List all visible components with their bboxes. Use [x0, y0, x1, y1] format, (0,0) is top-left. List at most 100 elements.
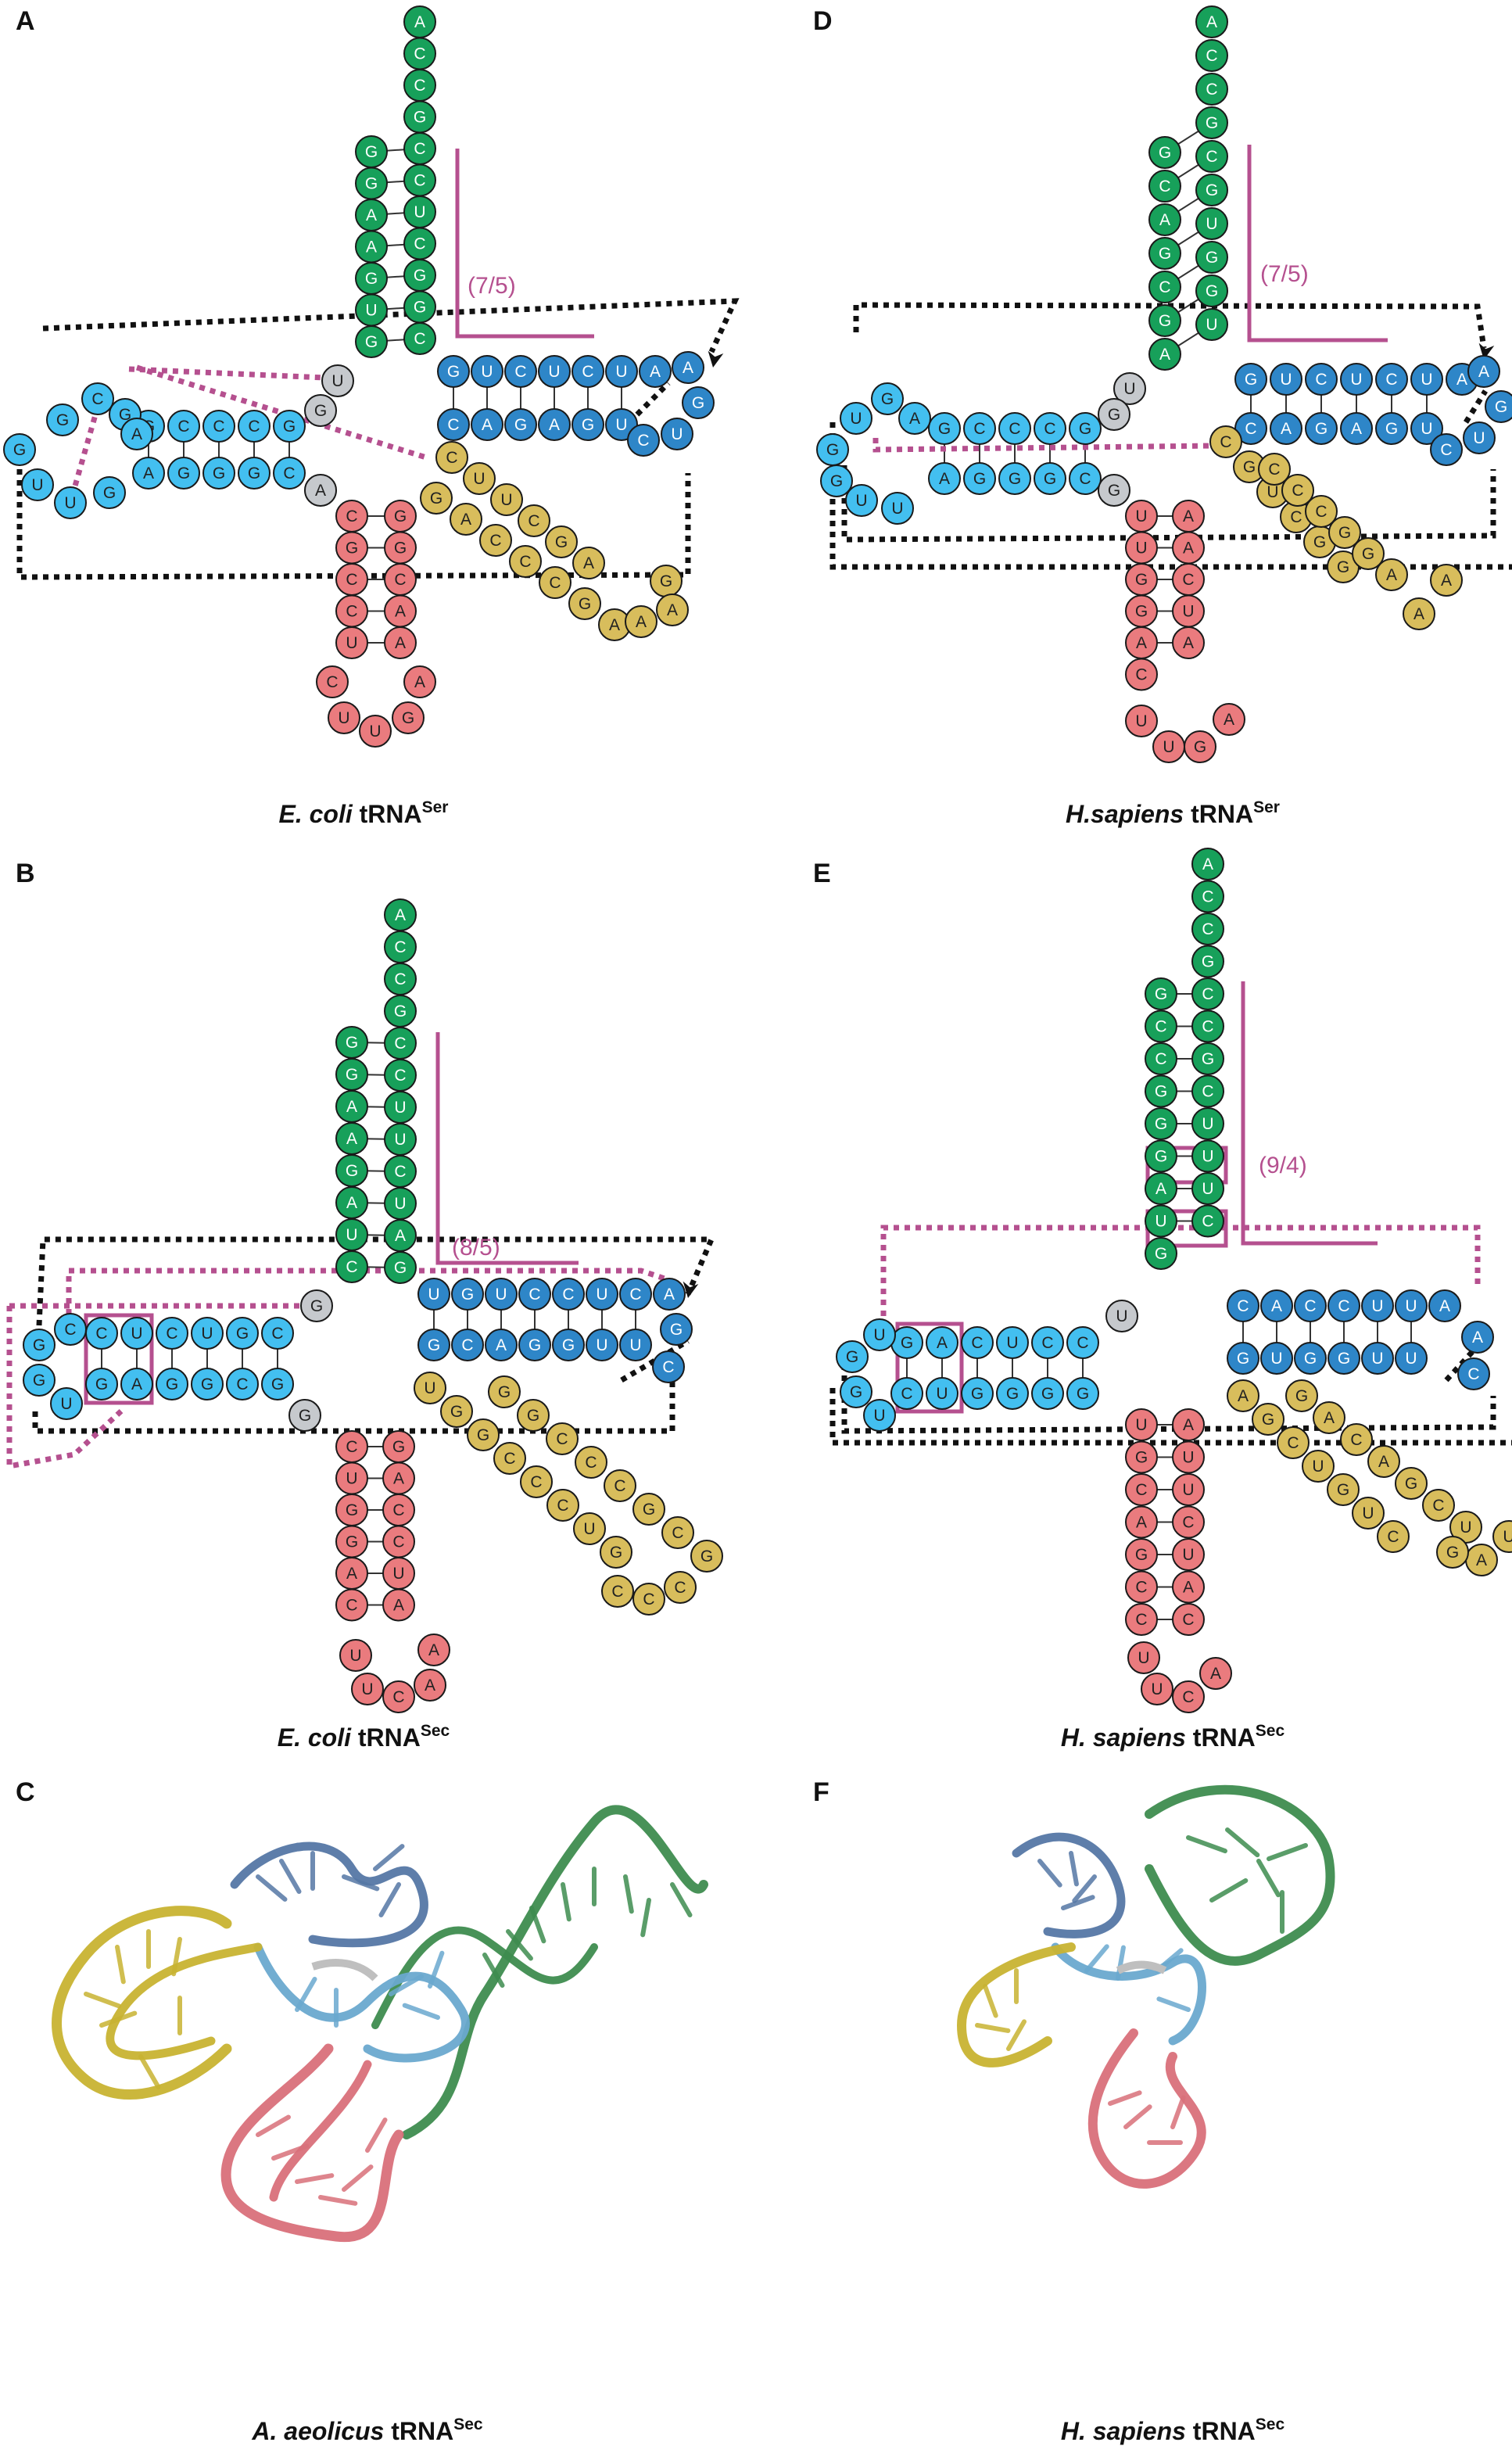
svg-text:C: C — [1387, 1528, 1399, 1546]
t-stem-nucleotide: A — [485, 1329, 518, 1361]
t-stem-nucleotide: U — [1270, 363, 1302, 396]
svg-text:A: A — [1476, 1551, 1487, 1569]
svg-text:A: A — [1472, 1329, 1483, 1347]
anticodon-stem-nucleotide: U — [1172, 1473, 1205, 1506]
svg-text:A: A — [583, 554, 594, 572]
anticodon-base — [365, 2118, 388, 2153]
t-stem-nucleotide: U — [1260, 1342, 1293, 1375]
d-arm-ribbon — [1051, 1942, 1206, 2046]
acceptor-3-nucleotide: C — [1191, 1074, 1224, 1108]
acceptor-3-nucleotide: C — [384, 1059, 417, 1092]
svg-text:G: G — [402, 709, 414, 727]
t-stem-nucleotide: C — [1234, 412, 1267, 445]
svg-text:G: G — [1159, 144, 1171, 162]
svg-text:G: G — [346, 1034, 358, 1052]
svg-text:U: U — [1135, 712, 1147, 730]
svg-text:G: G — [414, 299, 426, 317]
connector-nucleotide: G — [300, 1289, 333, 1322]
svg-text:C: C — [326, 673, 338, 691]
variable-arm-nucleotide: G — [1352, 537, 1385, 570]
svg-text:A: A — [667, 601, 678, 619]
acceptor-3-nucleotide: C — [403, 322, 436, 355]
variable-arm-nucleotide: G — [517, 1399, 550, 1432]
anticodon-stem-nucleotide: C — [1172, 1603, 1205, 1636]
d-stem-nucleotide: G — [167, 457, 200, 490]
anticodon-stem-nucleotide: A — [1172, 626, 1205, 659]
svg-text:U: U — [1006, 1334, 1018, 1352]
variable-arm-ribbon — [957, 1942, 1076, 2067]
t-stem-nucleotide: C — [437, 408, 470, 441]
t-stem-nucleotide: U — [605, 355, 638, 388]
acceptor-5-nucleotide: G — [1148, 237, 1181, 270]
acceptor-5-nucleotide: U — [335, 1218, 368, 1251]
anticodon-stem-nucleotide: C — [335, 563, 368, 596]
acceptor-5-nucleotide: G — [1145, 1074, 1177, 1108]
svg-text:A: A — [393, 1597, 404, 1615]
d-stem-nucleotide: C — [963, 412, 996, 445]
svg-text:G: G — [1041, 1385, 1054, 1403]
svg-text:C: C — [971, 1334, 983, 1352]
t-stem-nucleotide: G — [451, 1278, 484, 1311]
acceptor-5-nucleotide: G — [335, 1154, 368, 1187]
acceptor-3-nucleotide: G — [384, 1251, 417, 1284]
anticodon-base — [342, 2164, 374, 2192]
acceptor-3-nucleotide: C — [1191, 1010, 1224, 1043]
acceptor-3-nucleotide: G — [403, 100, 436, 134]
svg-text:C: C — [1432, 1497, 1444, 1515]
acceptor-5-nucleotide: G — [1148, 304, 1181, 337]
svg-text:A: A — [609, 616, 620, 634]
d-stem-nucleotide: A — [120, 1368, 153, 1400]
svg-text:G: G — [365, 143, 378, 161]
svg-text:A: A — [496, 1336, 507, 1354]
svg-text:C: C — [1182, 571, 1194, 589]
d-stem-nucleotide: C — [167, 410, 200, 443]
svg-text:C: C — [346, 1438, 357, 1456]
svg-text:C: C — [585, 1454, 597, 1472]
svg-text:A: A — [425, 1677, 435, 1695]
variable-loop-nucleotide: A — [656, 594, 689, 626]
panel-caption: E. coli tRNASec — [278, 1722, 450, 1752]
svg-text:G: G — [346, 1162, 358, 1180]
svg-text:A: A — [346, 1565, 357, 1583]
d-loop-nucleotide: G — [820, 464, 853, 497]
d-stem-nucleotide: C — [238, 410, 271, 443]
arrow-head-icon — [683, 1281, 699, 1298]
variable-loop-nucleotide: A — [1403, 597, 1435, 630]
d-stem-nucleotide: C — [1066, 1326, 1099, 1359]
svg-text:G: G — [248, 464, 260, 482]
svg-text:C: C — [95, 1325, 107, 1343]
anticodon-stem-nucleotide: U — [335, 1461, 368, 1495]
svg-text:U: U — [1460, 1519, 1471, 1537]
anticodon-ribbon — [269, 2060, 372, 2202]
d-loop-nucleotide: U — [863, 1318, 896, 1351]
svg-text:G: G — [973, 470, 986, 488]
panel-letter: A — [16, 6, 35, 36]
svg-text:U: U — [481, 363, 493, 381]
d-loop-nucleotide: U — [845, 484, 878, 517]
svg-text:C: C — [1304, 1297, 1316, 1315]
svg-text:C: C — [1041, 1334, 1053, 1352]
svg-text:G: G — [394, 1002, 407, 1020]
tertiary-interaction — [620, 1338, 690, 1383]
svg-text:C: C — [1268, 461, 1280, 479]
svg-text:G: G — [938, 420, 951, 438]
anticodon-ribbon — [1087, 2028, 1206, 2189]
svg-text:C: C — [901, 1385, 912, 1403]
svg-text:A: A — [395, 1227, 406, 1245]
variable-arm-nucleotide: A — [1227, 1379, 1259, 1412]
acceptor-base — [1186, 1835, 1227, 1854]
variable-loop-nucleotide: C — [664, 1571, 697, 1604]
acceptor-base — [1267, 1843, 1308, 1862]
svg-text:C: C — [414, 140, 425, 158]
svg-text:C: C — [1292, 482, 1303, 500]
t-loop-nucleotide: C — [627, 424, 660, 457]
anticodon-stem-nucleotide: C — [335, 594, 368, 628]
anticodon-stem-nucleotide: C — [382, 1525, 415, 1558]
t-stem-nucleotide: G — [417, 1329, 450, 1361]
acceptor-3-nucleotide: C — [1191, 880, 1224, 913]
svg-text:C: C — [1287, 1434, 1299, 1452]
d-base — [1156, 1996, 1191, 2012]
svg-text:U: U — [346, 1470, 357, 1488]
variable-arm-nucleotide: C — [1277, 1426, 1310, 1459]
